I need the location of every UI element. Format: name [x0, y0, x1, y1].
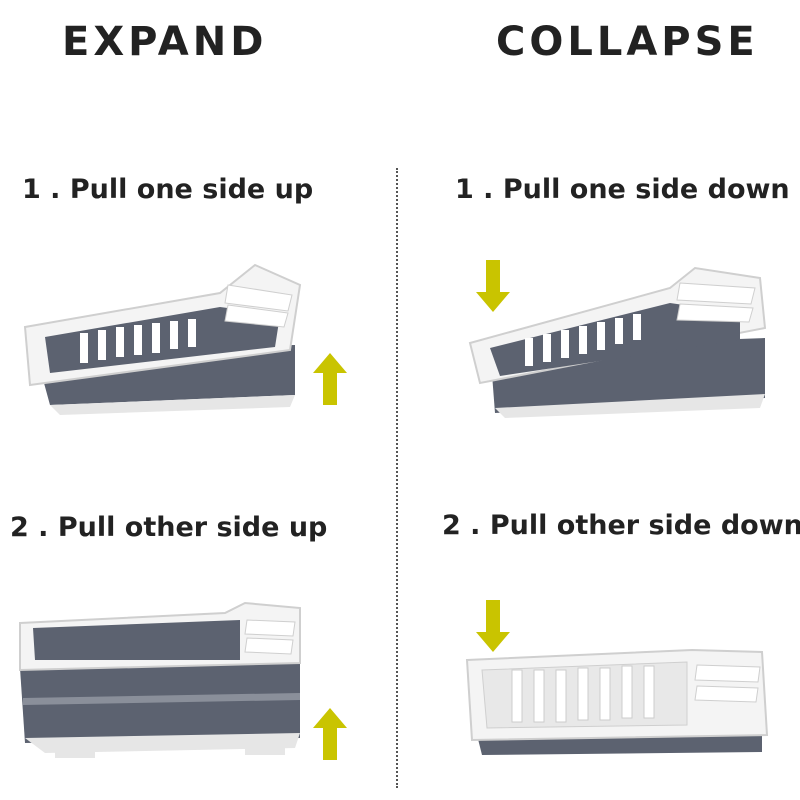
dotted-divider — [396, 168, 398, 788]
dish-rack-image-collapse-1 — [468, 266, 767, 418]
collapse-step-2: 2 . Pull other side down — [442, 510, 800, 541]
arrow-down-icon — [476, 600, 510, 652]
collapse-step-1: 1 . Pull one side down — [455, 174, 790, 205]
arrow-up-icon — [313, 353, 347, 405]
arrow-up-icon — [313, 708, 347, 760]
dish-rack-image-expand-2 — [19, 601, 301, 758]
dish-rack-image-expand-1 — [23, 263, 302, 415]
dish-rack-image-collapse-2 — [465, 648, 769, 755]
expand-heading: EXPAND — [62, 19, 268, 65]
collapse-heading: COLLAPSE — [496, 19, 759, 65]
arrow-down-icon — [476, 260, 510, 312]
expand-step-1: 1 . Pull one side up — [22, 174, 314, 205]
expand-step-2: 2 . Pull other side up — [10, 512, 328, 543]
